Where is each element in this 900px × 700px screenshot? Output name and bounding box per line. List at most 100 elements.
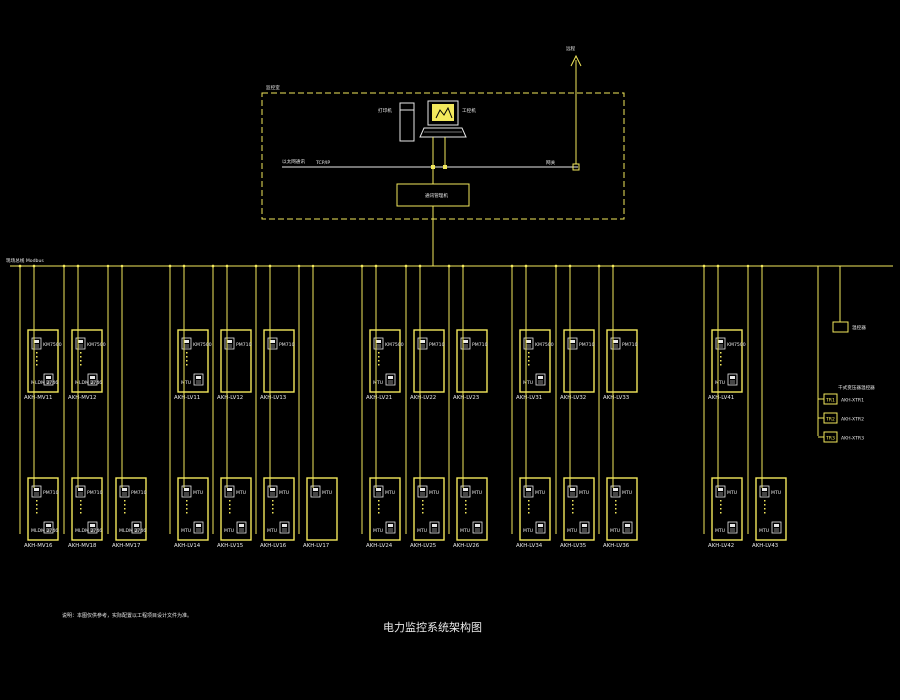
meter-icon [193,373,204,386]
meter-icon [610,337,621,350]
device-label: PM710 [236,342,252,348]
device-label: MTU [224,528,234,534]
pc-label: 工控机 [462,107,476,114]
device-label: MLDM 2746 [119,528,146,534]
device-label: MTU [715,380,725,386]
device-label: PM710 [279,342,295,348]
cabinet-frame [27,329,59,393]
cabinet-frame [177,329,209,393]
device-label: KM7500 [193,342,212,348]
meter-icon [224,337,235,350]
cabinet-frame [413,329,445,393]
meter-icon [385,373,396,386]
device-label: MTU [523,528,533,534]
device-label: PM710 [43,490,59,496]
meter-icon [236,521,247,534]
device-label: MTU [429,490,439,496]
cabinet-frame [563,329,595,393]
cabinet-label: AKH-LV42 [708,543,734,549]
cabinet-frame [177,477,209,541]
meter-icon [75,485,86,498]
meter-icon [567,485,578,498]
cabinet-frame [456,329,488,393]
device-label: MTU [181,528,191,534]
device-label: MLDM 2746 [75,528,102,534]
device-label: KM7500 [727,342,746,348]
device-label: MLDM 2746 [75,380,102,386]
cabinet-label: AKH-LV31 [516,395,542,401]
meter-icon [535,521,546,534]
device-label: MTU [193,490,203,496]
cabinet-label: AKH-LV35 [560,543,586,549]
device-label: MTU [523,380,533,386]
footnote: 说明：本图仅供参考，实际配置以工程项目设计文件为准。 [62,612,192,619]
device-label: MTU [715,528,725,534]
device-label: KM7500 [535,342,554,348]
meter-icon [31,337,42,350]
cabinet-frame [220,477,252,541]
transformer-label: AKH-XTR1 [841,398,864,404]
gateway-label: 网关 [546,159,556,166]
meter-icon [727,521,738,534]
cabinet-frame [519,329,551,393]
cabinet-label: AKH-LV36 [603,543,630,549]
computer-icon [419,100,467,138]
meter-icon [472,521,483,534]
meter-icon [279,521,290,534]
cabinet-frame [263,329,295,393]
cabinet-frame [220,329,252,393]
meter-icon [579,521,590,534]
cabinet-frame [711,329,743,393]
meter-icon [87,373,98,386]
meter-icon [43,373,54,386]
meter-icon [727,373,738,386]
meter-icon [119,485,130,498]
cabinet-frame [755,477,787,541]
cabinet-label: AKH-LV33 [603,395,629,401]
cabinet-label: AKH-MV18 [68,543,97,549]
cabinet-r2-11: MTU MTU AKH-LV35 [554,264,595,549]
device-label: MTU [771,490,781,496]
cabinet-frame [606,329,638,393]
cabinet-frame [71,477,103,541]
device-label: PM710 [622,342,638,348]
transformer-tag: TR1 [825,398,835,404]
meter-icon [715,337,726,350]
cabinet-r2-3: MTU MTU AKH-LV14 [168,264,209,549]
fieldbus-label: 现场总线 Modbus [6,257,44,264]
cabinet-frame [27,477,59,541]
device-label: PM710 [429,342,445,348]
meter-icon [373,485,384,498]
device-label: MTU [579,490,589,496]
device-label: MTU [236,490,246,496]
device-label: MTU [622,490,632,496]
cabinet-frame [519,477,551,541]
meter-icon [429,521,440,534]
meter-icon [523,337,534,350]
diagram-title: 电力监控系统架构图 [383,620,482,634]
cabinet-label: AKH-LV41 [708,395,734,401]
cabinet-label: AKH-LV14 [174,543,201,549]
device-label: MTU [417,528,427,534]
meter-icon [373,337,384,350]
remote-label: 远程 [566,45,576,52]
device-label: MTU [567,528,577,534]
device-label: PM710 [472,342,488,348]
cabinet-label: AKH-MV11 [24,395,52,401]
printer-icon [399,102,415,142]
meter-icon [75,337,86,350]
device-label: MLDM 2746 [31,528,58,534]
printer-label: 打印机 [378,107,392,114]
cabinet-frame [563,477,595,541]
device-label: MTU [373,528,383,534]
